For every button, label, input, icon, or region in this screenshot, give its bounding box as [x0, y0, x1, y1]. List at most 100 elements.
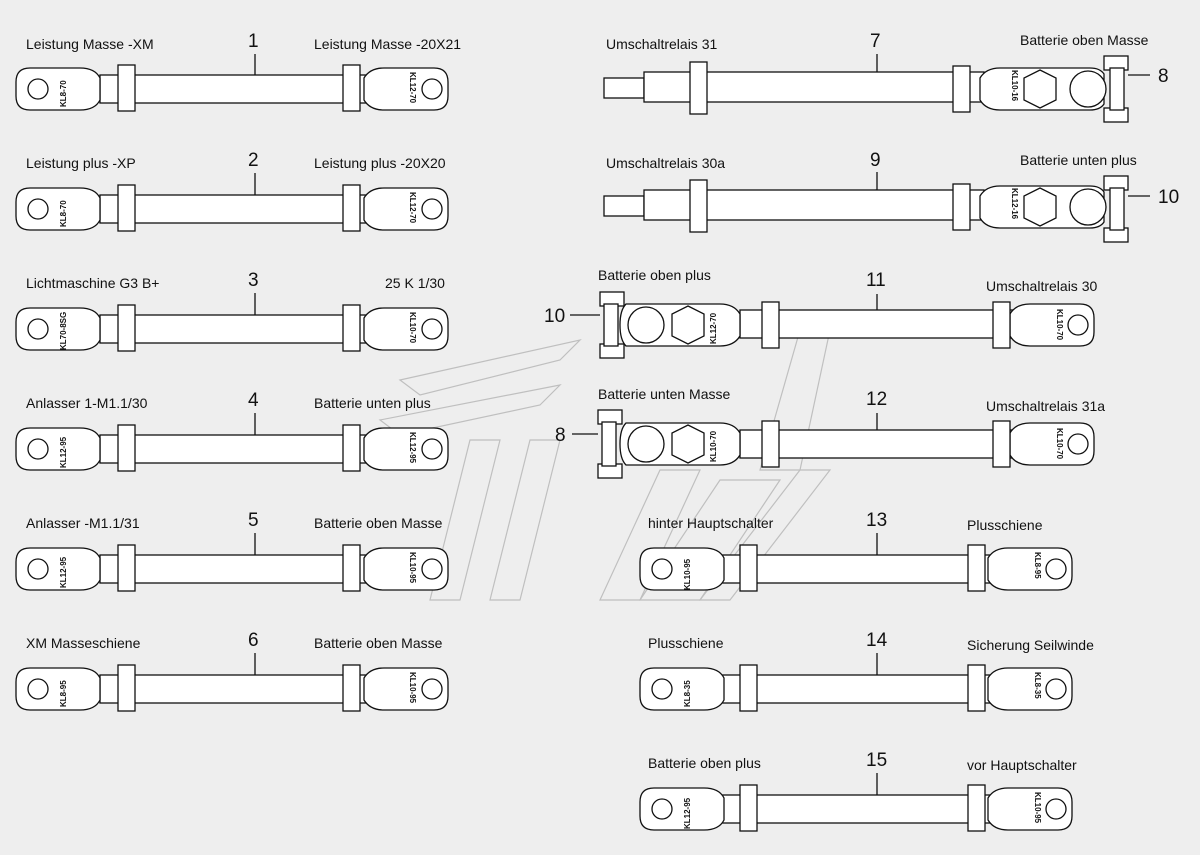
cable-12-right-label: Umschaltrelais 31a [986, 398, 1105, 414]
cable-5-wire [99, 554, 379, 584]
cable-7-bare-end [603, 77, 645, 99]
cable-1-wire [99, 74, 379, 104]
cable-11-bolt-shaft [603, 303, 619, 347]
cable-5-number: 5 [248, 510, 259, 531]
cable-12-right-tag: KL10-70 [1055, 428, 1064, 460]
cable-15-right-hole [1045, 798, 1067, 820]
cable-9-hex-nut [1023, 187, 1057, 227]
cable-11-left-tag: KL12-70 [709, 312, 718, 344]
cable-6-wire [99, 674, 379, 704]
cable-2-right-sleeve [342, 184, 361, 232]
cable-9-right-tag: KL12-16 [1010, 188, 1019, 220]
cable-4-right-tag: KL12-95 [408, 432, 417, 464]
cable-9-right-label: Batterie unten plus [1020, 152, 1137, 168]
cable-15-wire [719, 794, 1001, 824]
cable-13-right-sleeve [967, 544, 986, 592]
cable-3-left-hole [27, 318, 49, 340]
cable-13-right-label: Plusschiene [967, 517, 1043, 533]
cable-7-bolt-shaft [1109, 67, 1125, 111]
cable-2-right-hole [421, 198, 443, 220]
cable-12: Batterie unten Masse 12 Umschaltrelais 3… [555, 386, 1105, 479]
cable-6-right-sleeve [342, 664, 361, 712]
cable-15-left-label: Batterie oben plus [648, 755, 761, 771]
cable-2-right-tag: KL12-70 [408, 192, 417, 224]
cable-15-left-tag: KL12-95 [683, 797, 692, 829]
cable-7-left-label: Umschaltrelais 31 [606, 36, 717, 52]
cable-2-left-tag: KL8-70 [59, 200, 68, 227]
cable-1-left-sleeve [117, 64, 136, 112]
cable-3-wire [99, 314, 379, 344]
cable-5-right-tag: KL10-95 [408, 552, 417, 584]
cable-3-left-tag: KL70-8SG [59, 312, 68, 350]
cable-2-right-label: Leistung plus -20X20 [314, 155, 446, 171]
cable-9-right-sleeve [952, 183, 971, 231]
cable-13-right-hole [1045, 558, 1067, 580]
cable-7-clamp-number: 8 [1158, 66, 1169, 87]
cable-11-clamp-ring [627, 306, 665, 344]
cable-6-left-hole [27, 678, 49, 700]
cable-11: Batterie oben plus 11 Umschaltrelais 30 … [544, 267, 1097, 359]
cable-14-left-sleeve [739, 664, 758, 712]
cable-12-left-label: Batterie unten Masse [598, 386, 731, 402]
cable-14-right-label: Sicherung Seilwinde [967, 637, 1094, 653]
cable-3-left-label: Lichtmaschine G3 B+ [26, 275, 159, 291]
cable-3-right-tag: KL10-70 [408, 312, 417, 344]
cable-7: Umschaltrelais 31 7 Batterie oben Masse … [603, 31, 1169, 123]
cable-14-right-sleeve [967, 664, 986, 712]
cable-14-right-tag: KL8-35 [1033, 672, 1042, 699]
cable-11-right-lug [1009, 303, 1095, 347]
cable-1-right-sleeve [342, 64, 361, 112]
cable-6-left-tag: KL8-95 [59, 680, 68, 707]
cable-5-left-hole [27, 558, 49, 580]
cable-14-right-hole [1045, 678, 1067, 700]
cable-2-number: 2 [248, 150, 259, 171]
cable-7-hex-nut [1023, 69, 1057, 109]
cable-9-left-sleeve [689, 179, 708, 233]
cable-2-wire [99, 194, 379, 224]
cable-7-right-sleeve [952, 65, 971, 113]
cable-9-bolt-shaft [1109, 187, 1125, 231]
cable-1-right-label: Leistung Masse -20X21 [314, 36, 461, 52]
cable-1-right-hole [421, 78, 443, 100]
cable-7-right-label: Batterie oben Masse [1020, 32, 1149, 48]
cable-11-number: 11 [866, 270, 886, 291]
cable-1-right-tag: KL12-70 [408, 72, 417, 104]
cable-11-clamp-number: 10 [544, 306, 565, 327]
cable-13-left-label: hinter Hauptschalter [648, 515, 774, 531]
cable-12-left-sleeve [761, 420, 780, 468]
cable-7-clamp-ring [1069, 70, 1107, 108]
cable-2: Leistung plus -XP 2 Leistung plus -20X20… [15, 150, 449, 232]
cable-14-number: 14 [866, 630, 888, 651]
cable-12-clamp-number: 8 [555, 425, 566, 446]
cable-2-left-label: Leistung plus -XP [26, 155, 136, 171]
cable-11-wire [739, 309, 1021, 339]
cable-3: Lichtmaschine G3 B+ 3 25 K 1/30 KL70-8SG… [15, 270, 449, 352]
cable-12-hex-nut [671, 424, 705, 464]
cable-4-number: 4 [248, 390, 259, 411]
cable-14: Plusschiene 14 Sicherung Seilwinde KL8-3… [639, 630, 1094, 712]
cable-15-left-hole [651, 798, 673, 820]
cable-3-number: 3 [248, 270, 259, 291]
cable-13-left-tag: KL10-95 [683, 558, 692, 590]
cable-11-right-sleeve [992, 301, 1011, 349]
cable-6-right-label: Batterie oben Masse [314, 635, 443, 651]
cable-12-left-tag: KL10-70 [709, 430, 718, 462]
cable-13-left-hole [651, 558, 673, 580]
cable-1-right-lug [363, 67, 449, 111]
cable-12-wire [739, 429, 1021, 459]
cable-7-number: 7 [870, 31, 881, 52]
cable-1-left-tag: KL8-70 [59, 80, 68, 107]
cable-9-clamp-number: 10 [1158, 187, 1179, 208]
cable-15-number: 15 [866, 750, 887, 771]
cable-4-left-sleeve [117, 424, 136, 472]
cable-4-right-lug [363, 427, 449, 471]
cable-3-right-hole [421, 318, 443, 340]
cable-7-right-tag: KL10-16 [1010, 70, 1019, 102]
cable-9-number: 9 [870, 150, 881, 171]
watermark-logo [378, 329, 832, 601]
cable-11-right-label: Umschaltrelais 30 [986, 278, 1097, 294]
cable-15: Batterie oben plus 15 vor Hauptschalter … [639, 750, 1077, 832]
cable-2-right-lug [363, 187, 449, 231]
cable-9: Umschaltrelais 30a 9 Batterie unten plus… [603, 150, 1179, 243]
